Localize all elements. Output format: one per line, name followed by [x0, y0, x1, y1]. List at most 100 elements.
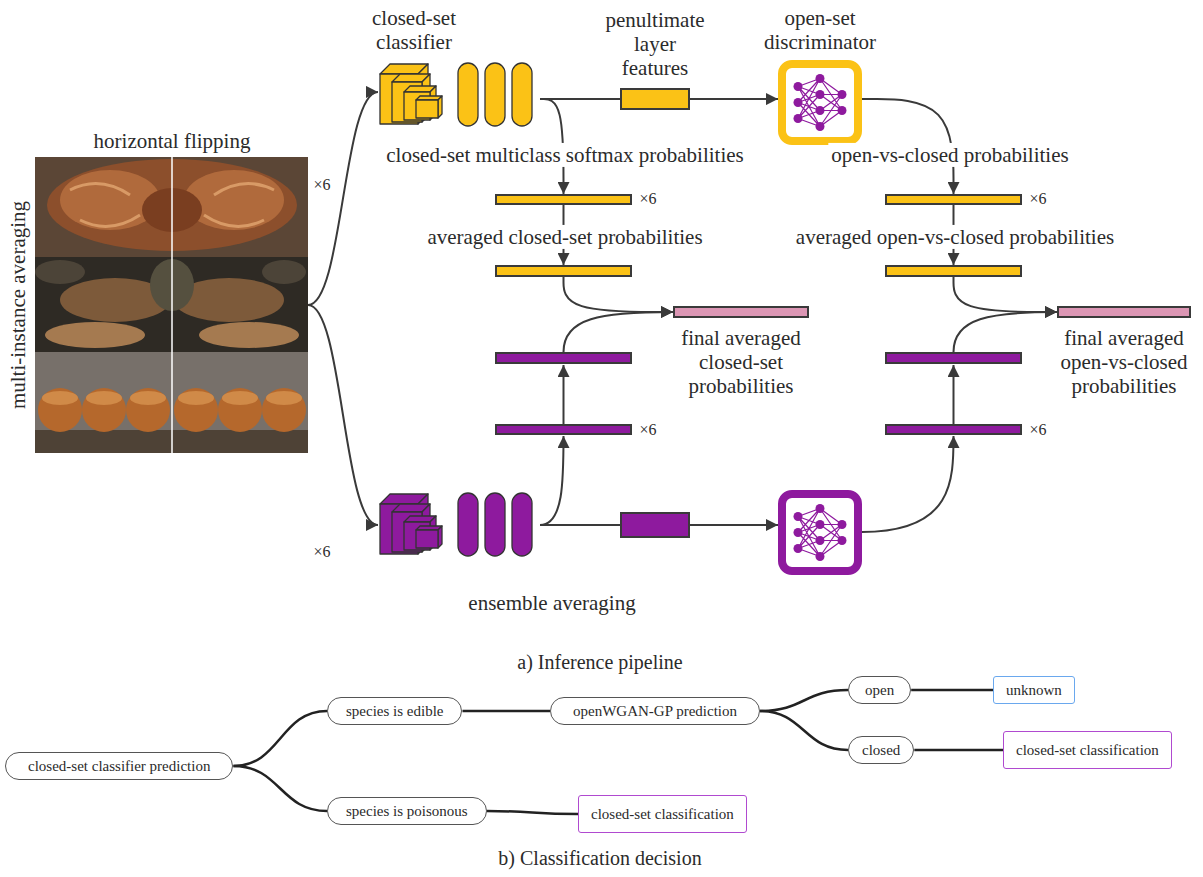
- node-label: horizontal flipping: [91, 129, 254, 153]
- node-label: unknown: [1006, 681, 1062, 699]
- connector: [233, 711, 327, 766]
- network-icon: [794, 74, 847, 131]
- decision-box: species is edible: [327, 697, 462, 725]
- decision-box: closed-set classification: [1003, 731, 1172, 769]
- node-label: ×6: [636, 190, 659, 208]
- node-label: closed-set multiclass softmax probabilit…: [383, 143, 747, 167]
- node-label: closed: [862, 741, 900, 759]
- connector: [690, 98, 778, 100]
- probability-bar: closed-set multiclass softmax probabilit…: [495, 194, 632, 205]
- node-label: species is edible: [346, 702, 443, 720]
- probability-bar: [496, 353, 631, 363]
- probability-bar: averaged open-vs-closed probabilities: [885, 265, 1022, 277]
- mushroom-photo: [45, 322, 145, 348]
- connector: [760, 711, 848, 750]
- cnn-icon: [380, 493, 532, 556]
- node-label: final averaged closed-set probabilities: [663, 326, 819, 398]
- connector: [540, 98, 620, 100]
- mushroom-photo: [38, 388, 82, 432]
- probability-bar: final averaged open-vs-closed probabilit…: [1057, 306, 1191, 318]
- node-label: open-vs-closed probabilities: [828, 143, 1071, 167]
- mushroom-photo: [35, 260, 85, 284]
- decision-box: closed-set classification: [578, 795, 747, 833]
- node-label: final averaged open-vs-closed probabilit…: [1047, 326, 1201, 398]
- mushroom-photo: [199, 322, 299, 348]
- mushroom-photo: [218, 388, 262, 432]
- node-label: species is poisonous: [346, 802, 468, 820]
- mushroom-photo: [174, 388, 218, 432]
- mushroom-photo: [184, 170, 284, 230]
- multiplier: ×6: [310, 543, 333, 561]
- ensemble-pipeline: [954, 312, 1058, 352]
- connector: [564, 277, 674, 312]
- decision-box: closed: [848, 736, 914, 764]
- ensemble-pipeline: [862, 436, 954, 532]
- node-label: closed-set classifier: [346, 6, 482, 54]
- network-icon: [786, 68, 854, 137]
- node-label: multi-instance averaging: [6, 198, 30, 412]
- node-label: ×6: [1026, 421, 1049, 439]
- decision-box: closed-set classifier prediction: [5, 752, 233, 780]
- node-label: averaged closed-set probabilities: [424, 225, 705, 249]
- mushroom-photo: [178, 391, 214, 405]
- cnn-icon: [380, 63, 532, 126]
- mushroom-photo: [222, 391, 258, 405]
- multiplier: ×6: [310, 176, 333, 194]
- feature-bar: [621, 513, 689, 537]
- decision-box: openWGAN-GP prediction: [550, 697, 760, 725]
- network-icon: [794, 504, 847, 561]
- node-label: ×6: [1026, 190, 1049, 208]
- decision-box: species is poisonous: [327, 797, 487, 825]
- connector: [911, 689, 993, 692]
- mushroom-photo: [60, 170, 160, 230]
- cnn-icon: [378, 62, 540, 127]
- probability-bar: averaged closed-set probabilities: [495, 265, 632, 277]
- decision-box: open: [848, 676, 911, 704]
- mushroom-photo: [42, 391, 78, 405]
- connector: [954, 277, 1058, 312]
- connector: [487, 811, 578, 814]
- node-label: ×6: [636, 421, 659, 439]
- connector: [233, 766, 327, 811]
- probability-bar: penultimate layer features: [620, 88, 690, 110]
- node-label: open-set discriminator: [747, 6, 893, 54]
- decision-box: unknown: [993, 676, 1075, 704]
- ensemble-pipeline: [540, 436, 564, 525]
- node-label: openWGAN-GP prediction: [573, 702, 737, 720]
- node-label: penultimate layer features: [599, 8, 711, 80]
- node-label: open: [865, 681, 894, 699]
- node-label: closed-set classification: [591, 805, 734, 823]
- connector: [462, 710, 550, 713]
- probability-bar: ×6: [885, 424, 1022, 435]
- connector: [914, 749, 1003, 752]
- mushroom-photo: [262, 388, 306, 432]
- mushroom-photo: [126, 388, 170, 432]
- connector: [760, 690, 848, 711]
- node-label: closed-set classification: [1016, 741, 1159, 759]
- ensemble-pipeline: [540, 524, 620, 526]
- ensemble-pipeline: [690, 524, 778, 526]
- probability-bar: open-vs-closed probabilities×6: [885, 194, 1022, 205]
- classifier-icon: closed-set classifier: [378, 62, 540, 127]
- discriminator-box: [782, 494, 858, 571]
- mushroom-photo: [262, 260, 306, 284]
- caption: ensemble averaging: [465, 591, 638, 615]
- ensemble-pipeline: [953, 365, 955, 424]
- node-label: averaged open-vs-closed probabilities: [793, 225, 1117, 249]
- ensemble-pipeline: [563, 365, 565, 424]
- image-panel: horizontal flippingmulti-instance averag…: [35, 157, 308, 453]
- ensemble-pipeline: [564, 312, 674, 352]
- connector: [308, 92, 378, 305]
- probability-bar: final averaged closed-set probabilities: [673, 306, 809, 318]
- discriminator-box: open-set discriminator: [778, 60, 862, 145]
- mushroom-photo: [82, 388, 126, 432]
- mushroom-photo: [130, 391, 166, 405]
- ensemble-pipeline: [308, 305, 378, 525]
- probability-bar: ×6: [495, 424, 632, 435]
- mirror-line: [171, 157, 173, 453]
- mushroom-photo: [266, 391, 302, 405]
- probability-bar: [886, 353, 1021, 363]
- mushroom-photo: [86, 391, 122, 405]
- node-label: closed-set classifier prediction: [28, 757, 210, 775]
